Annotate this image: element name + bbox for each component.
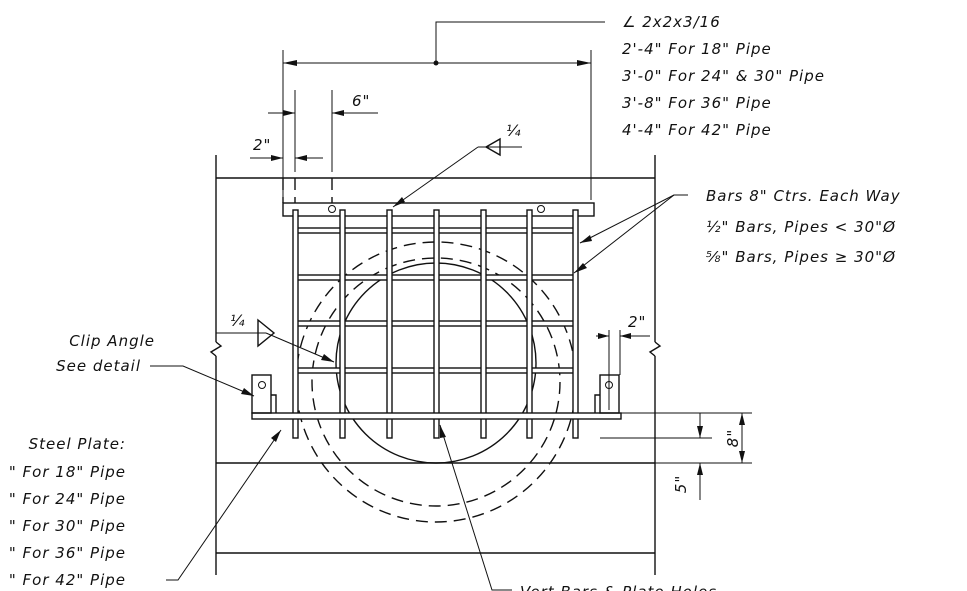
grate — [251, 202, 622, 439]
vertical-dimensions — [600, 412, 752, 500]
dim-2-top-label: 2" — [253, 136, 271, 154]
right-offset-dimension — [596, 330, 650, 410]
see-detail-label: See detail — [56, 357, 141, 375]
clip-angle-right — [594, 374, 620, 414]
angle-length-24-30: 3'-0" For 24" & 30" Pipe — [622, 67, 825, 85]
plate-18-label: " For 18" Pipe — [9, 463, 126, 481]
weld-top-label: ¼ — [506, 122, 522, 140]
dim-6-label: 6" — [352, 92, 370, 110]
plate-36-label: " For 36" Pipe — [9, 544, 126, 562]
angle-title: ∠ 2x2x3/16 — [622, 13, 721, 31]
overall-width-dimension — [282, 21, 605, 200]
dim-5-label: 5" — [672, 475, 690, 493]
structure-outline — [209, 155, 662, 575]
steel-plate-notes: Steel Plate: " For 18" Pipe " For 24" Pi… — [9, 435, 126, 589]
angle-length-18: 2'-4" For 18" Pipe — [622, 40, 772, 58]
angle-length-42: 4'-4" For 42" Pipe — [622, 121, 772, 139]
vert-bars-leader — [439, 424, 512, 591]
clip-angle-label: Clip Angle — [69, 332, 155, 350]
vertical-bars — [292, 209, 579, 439]
dim-8-label: 8" — [724, 429, 742, 447]
plate-24-label: " For 24" Pipe — [9, 490, 126, 508]
bars-spacing-label: Bars 8" Ctrs. Each Way — [706, 187, 901, 205]
weld-symbol-top — [392, 137, 522, 208]
weld-left-label: ¼ — [230, 312, 246, 330]
weld-symbol-left — [216, 318, 335, 363]
angle-notes: ∠ 2x2x3/16 2'-4" For 18" Pipe 3'-0" For … — [622, 13, 825, 139]
steel-plate — [251, 412, 622, 420]
clip-angle-left — [251, 374, 277, 414]
bars-five-eighths-label: ⅝" Bars, Pipes ≥ 30"Ø — [706, 248, 896, 266]
dim-2-right-label: 2" — [628, 313, 646, 331]
bars-half-label: ½" Bars, Pipes < 30"Ø — [706, 218, 896, 236]
bars-leader — [573, 194, 688, 274]
plate-42-label: " For 42" Pipe — [9, 571, 126, 589]
vert-bars-label: Vert Bars & Plate Holes — [520, 583, 717, 591]
bars-notes: Bars 8" Ctrs. Each Way ½" Bars, Pipes < … — [706, 187, 901, 266]
steel-plate-title: Steel Plate: — [29, 435, 126, 453]
steel-plate-leader — [166, 429, 282, 581]
clip-angle-leader — [150, 365, 255, 397]
plate-30-label: " For 30" Pipe — [9, 517, 126, 535]
bar-offset-dimensions — [250, 90, 378, 203]
angle-length-36: 3'-8" For 36" Pipe — [622, 94, 772, 112]
